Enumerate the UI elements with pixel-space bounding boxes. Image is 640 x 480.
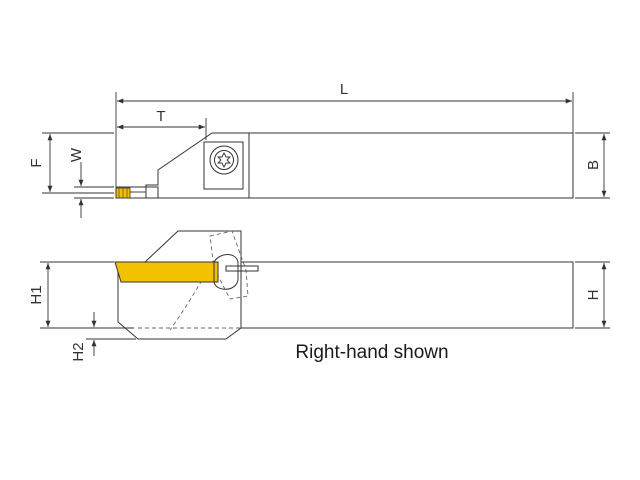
caption-right-hand-shown: Right-hand shown (295, 342, 448, 363)
clamp-rod (225, 265, 259, 272)
side-view (114, 230, 574, 340)
dim-F-label: F (28, 158, 45, 167)
clamp-lever (213, 254, 239, 290)
top-view (115, 132, 574, 199)
dim-H-label: H (585, 290, 602, 301)
screw-pocket (203, 141, 244, 190)
top-shank (248, 132, 574, 199)
top-head (145, 132, 250, 199)
torx-screw-inner (214, 150, 234, 170)
torx-icon (216, 151, 232, 169)
dim-B-label: B (585, 160, 602, 170)
dim-H2-label: H2 (70, 342, 87, 361)
dim-T-label: T (156, 108, 165, 125)
dim-W-label: W (68, 147, 85, 162)
dim-H1-label: H1 (28, 285, 45, 304)
side-insert (114, 261, 219, 283)
dim-L-label: L (340, 81, 348, 98)
side-body (117, 230, 574, 340)
